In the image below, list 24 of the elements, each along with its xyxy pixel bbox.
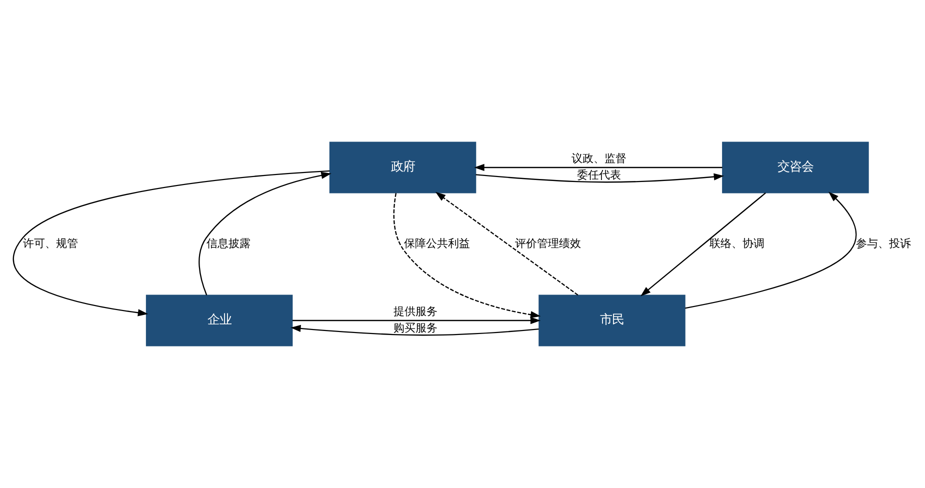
edge-label: 参与、投诉 [856,236,912,250]
edge-label: 购买服务 [394,322,438,335]
node-box: 市民 [538,294,686,346]
arrow [435,192,578,296]
edge-label: 委任代表 [577,168,622,182]
arrow [290,324,539,336]
arrow [640,192,766,296]
edge-label: 议政、监督 [572,152,627,166]
edge-label: 保障公共利益 [404,236,470,250]
edge-label: 提供服务 [394,305,438,318]
arrow [474,164,722,172]
node-box: 交咨会 [722,142,869,194]
edge-label: 评价管理绩效 [514,236,581,250]
edge-label: 许可、规管 [23,236,78,250]
edge-label: 联络、协调 [709,236,764,250]
arrow [476,173,724,183]
arrow [12,170,330,316]
arrow [393,193,541,318]
node-box: 政府 [329,142,476,194]
edge-label: 信息披露 [206,236,251,250]
arrow [685,192,857,309]
arrow [198,172,332,296]
node-box: 企业 [146,294,293,346]
arrow [292,316,541,324]
